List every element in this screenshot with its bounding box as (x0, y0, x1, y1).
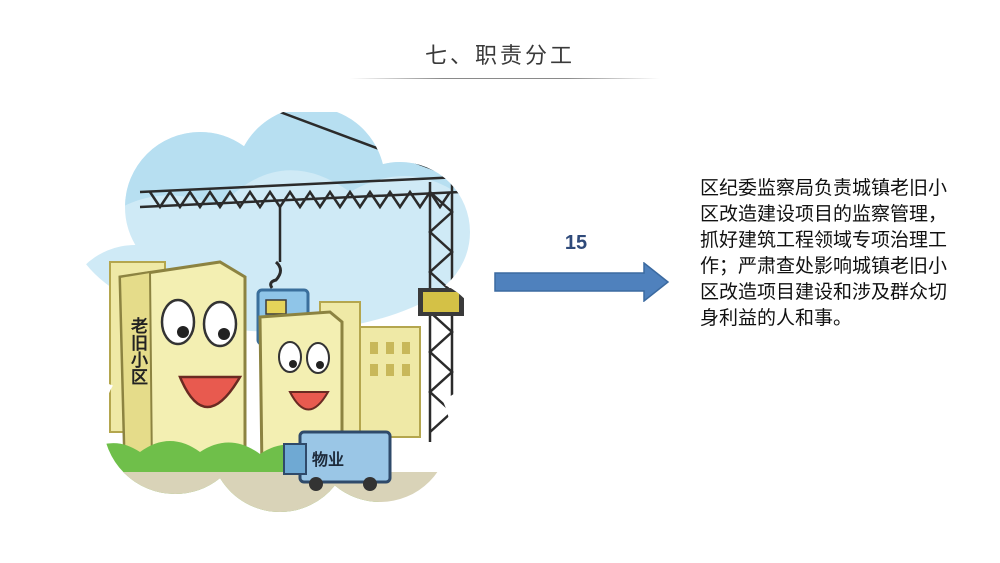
crane-hook-icon (269, 260, 282, 289)
right-arrow-icon (494, 262, 670, 302)
ground (80, 472, 480, 512)
truck-sign: 物业 (312, 450, 344, 469)
title-divider (350, 78, 660, 79)
slide-number: 15 (564, 232, 588, 254)
responsibility-description: 区纪委监察局负责城镇老旧小区改造建设项目的监察管理，抓好建筑工程领域专项治理工作… (700, 177, 948, 329)
property-truck: 物业 (283, 430, 392, 491)
slide-title: 七、职责分工 (424, 44, 575, 69)
building-sign: 老旧小区 (127, 316, 149, 385)
old-community-renovation-illustration: 老旧小区 物业 (80, 112, 480, 512)
old-community-building-character: 老旧小区 (118, 260, 247, 474)
